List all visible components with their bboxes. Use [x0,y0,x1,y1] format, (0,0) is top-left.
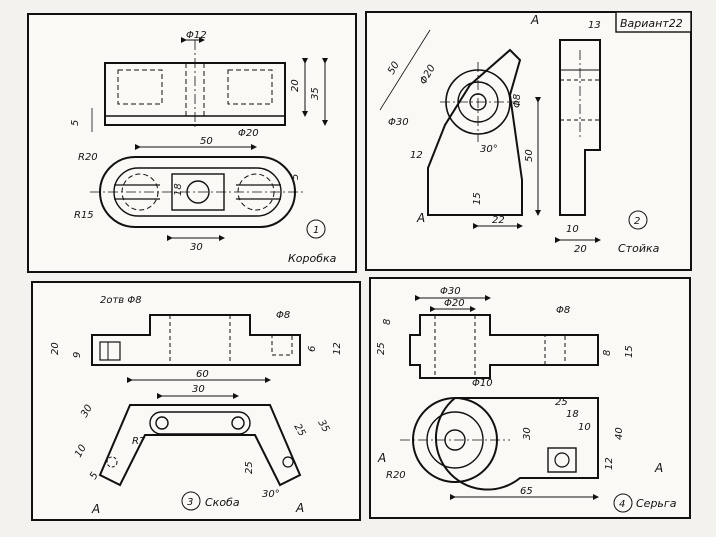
p1-dim-r15: R15 [74,210,94,221]
p2-dim-50b: 50 [524,149,535,162]
p3-dim-r7: R7 [132,436,146,447]
p4-dim-d10: Φ10 [472,378,493,389]
p4-dim-8a: 8 [382,319,393,325]
panel-3-title: Скоба [205,496,240,509]
panel-1-frame [27,13,357,273]
panel-4: Φ30 Φ20 Φ8 8 25 8 15 Φ10 25 18 10 30 40 … [369,277,691,519]
p4-dim-40: 40 [614,427,625,440]
panel-1-title: Коробка [288,252,337,265]
p2-dim-15: 15 [472,192,483,205]
panel-4-number-circle [613,493,633,513]
p3-dim-9: 9 [72,352,83,358]
p3-dim-5: 5 [88,470,101,481]
panel-3-front-view [91,314,301,366]
panel-3-plan-view [98,404,302,487]
p2-dim-22: 22 [492,215,505,226]
panel-3-number-circle [181,491,201,511]
panel-3-frame [31,281,361,521]
p1-dim-r20: R20 [78,152,98,163]
p4-dim-18: 18 [566,409,579,420]
p4-section-a-left: A [377,451,386,465]
panel-1-plan-view [90,156,305,228]
panel-2-front-view [427,48,523,216]
panel-3: 2отв Φ8 Φ8 20 9 6 12 60 30 30 R7 10 5 25… [31,281,361,521]
p1-dim-20: 20 [290,79,301,92]
p3-dim-12: 12 [332,342,343,355]
panel-4-title: Серьга [636,497,677,510]
p4-dim-12: 12 [604,457,615,470]
p4-dim-15: 15 [624,345,635,358]
panel-4-plan-view [400,397,599,491]
p4-dim-65: 65 [520,486,533,497]
p3-dim-d8: Φ8 [276,310,290,321]
p4-dim-d30: Φ30 [440,286,461,297]
p4-dim-d20: Φ20 [444,298,465,309]
p1-dim-30: 30 [190,242,203,253]
p1-dim-35: 35 [310,87,321,100]
p1-dim-d12: Φ12 [186,30,207,41]
p1-dim-5b: 5 [290,174,301,180]
p3-dim-30a: 30 [192,384,205,395]
p2-dim-12: 12 [410,150,423,161]
variant-label: Вариант22 [620,17,683,30]
panel-2-frame [365,11,692,271]
p4-dim-25b: 25 [555,397,568,408]
panel-4-front-view [409,314,599,379]
p1-dim-50: 50 [200,136,213,147]
variant-box [615,11,692,33]
p4-dim-25: 25 [376,342,387,355]
panel-1-front-view [104,40,286,130]
p3-dim-25b: 25 [244,461,255,474]
p3-dim-30deg: 30° [262,489,280,500]
p3-dim-6: 6 [307,346,318,352]
p4-dim-30: 30 [522,427,533,440]
p2-dim-d8: Φ8 [512,94,523,108]
panel-1: Φ12 20 35 5 Φ20 50 R20 18 5 R15 30 1 Кор… [27,13,357,273]
panel-2-number-circle [628,210,648,230]
panel-1-number-circle [306,219,326,239]
panel-4-number: 4 [619,499,625,510]
p3-section-a-left: A [91,502,100,516]
p3-dim-60: 60 [196,369,209,380]
p3-dim-2holes: 2отв Φ8 [100,295,142,306]
p2-dim-d30: Φ30 [388,117,409,128]
panel-2-side-view [559,39,601,216]
panel-3-number: 3 [187,497,193,508]
p1-dim-18: 18 [173,183,184,196]
p3-section-a-right: A [295,501,304,515]
p1-dim-d20: Φ20 [238,128,259,139]
p4-dim-d8: Φ8 [556,305,570,316]
p1-dim-5: 5 [70,120,81,126]
p3-dim-20: 20 [50,342,61,355]
p2-dim-13: 13 [588,20,601,31]
p2-section-a-top: A [530,13,539,27]
p2-dim-10: 10 [566,224,579,235]
p2-dim-20: 20 [574,244,587,255]
p4-section-a-right: A [654,461,663,475]
p4-dim-10: 10 [578,422,591,433]
panel-2: Вариант22 50 Φ20 Φ30 Φ8 12 30° 50 15 22 … [365,11,692,271]
p4-dim-8b: 8 [602,350,613,356]
p2-dim-30deg: 30° [480,144,498,155]
p2-section-a-bottom: A [416,211,425,225]
panel-1-number: 1 [313,225,319,236]
panel-2-title: Стойка [618,242,660,255]
p4-dim-r20: R20 [386,470,406,481]
panel-2-number: 2 [634,216,640,227]
